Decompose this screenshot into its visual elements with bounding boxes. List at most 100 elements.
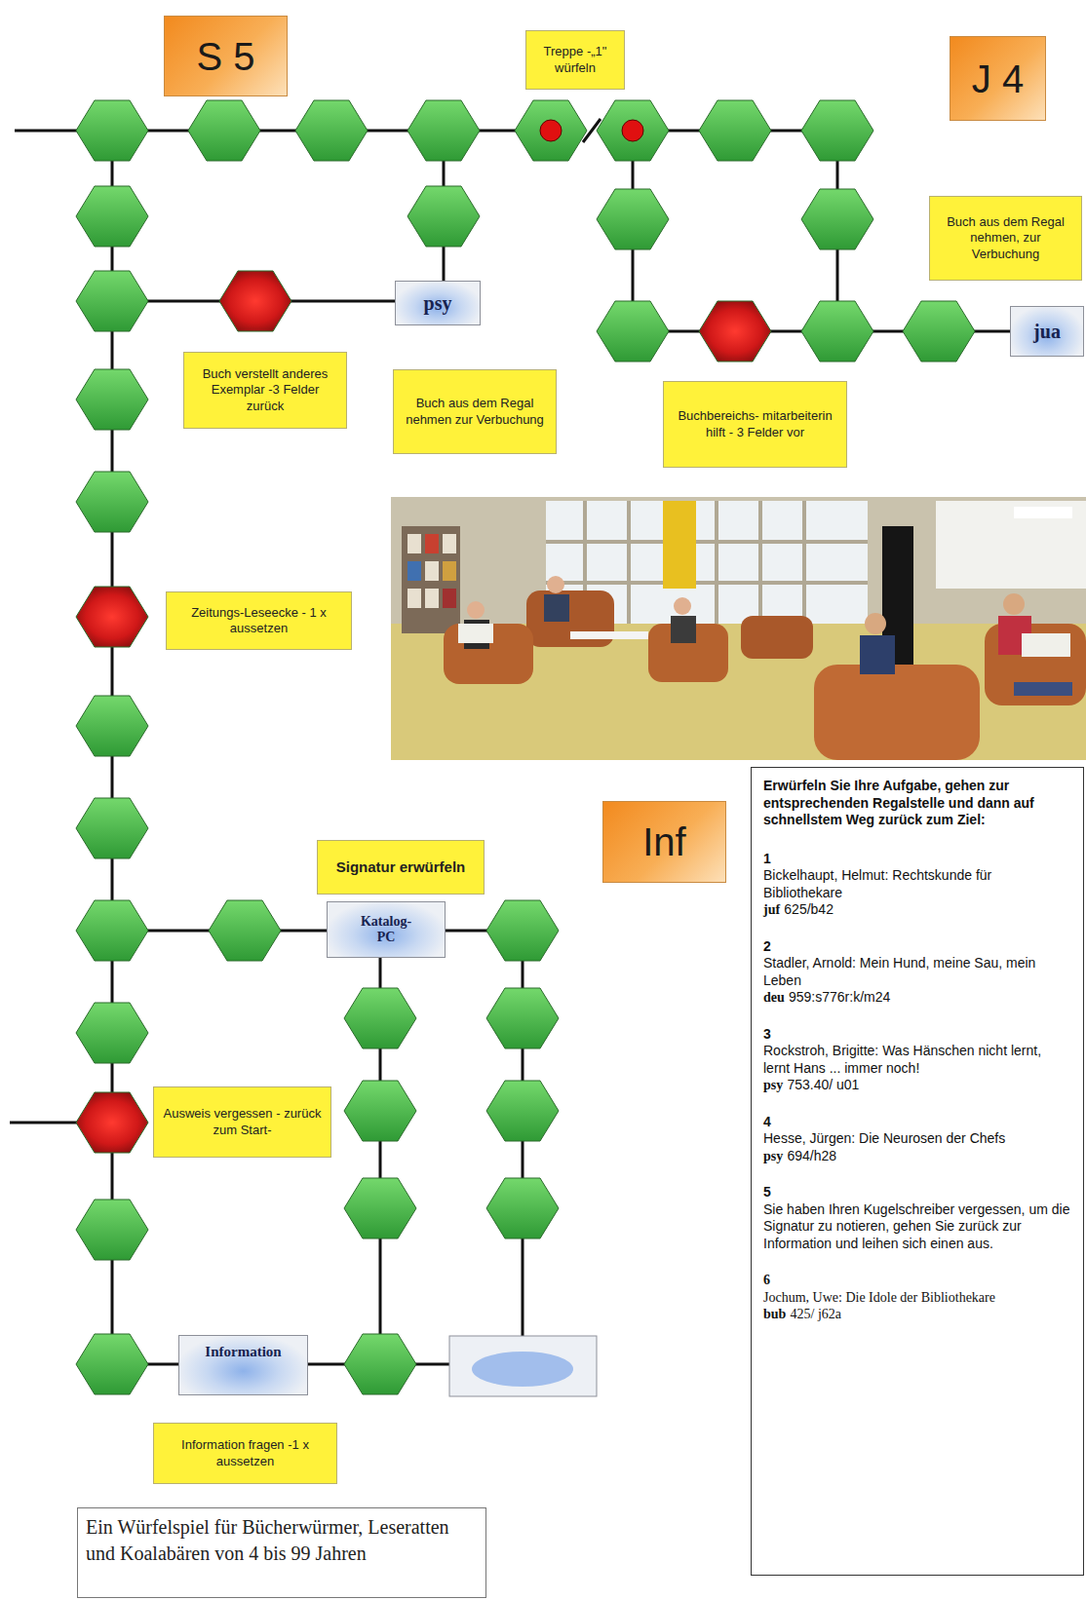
node-text: Information <box>204 1344 281 1361</box>
green-field <box>486 900 559 962</box>
task-item: 4Hesse, Jürgen: Die Neurosen der Chefsps… <box>763 1114 1072 1166</box>
reader-paper <box>1021 633 1071 658</box>
newspaper <box>442 588 457 609</box>
item-number: 4 <box>763 1114 1072 1132</box>
book-entry: Stadler, Arnold: Mein Hund, meine Sau, m… <box>763 955 1072 990</box>
newspaper <box>425 534 439 554</box>
green-field <box>407 100 480 161</box>
green-field <box>514 100 587 161</box>
reader-paper <box>458 623 494 644</box>
action-note: Signatur erwürfeln <box>316 840 485 895</box>
item-number: 2 <box>763 938 1072 957</box>
call-number-line: bub425/ j62a <box>763 1306 1072 1324</box>
shelf-box: psy <box>394 280 481 326</box>
rules-panel: Erwürfeln Sie Ihre Aufgabe, gehen zur en… <box>750 767 1085 1577</box>
track-line <box>112 930 523 933</box>
armchair <box>740 616 814 660</box>
node-text: Information fragen -1 x aussetzen <box>161 1437 329 1471</box>
reader-head <box>1003 593 1025 616</box>
node-text: Buch aus dem Regal nehmen, zur Verbuchun… <box>937 214 1074 263</box>
green-field <box>344 1178 417 1240</box>
reading-corner-photo <box>390 497 1086 761</box>
area-label: J 4 <box>949 36 1047 121</box>
action-note: Zeitungs-Leseecke - 1 x aussetzen <box>165 591 352 651</box>
stair-dot <box>621 119 644 142</box>
green-field <box>76 100 149 161</box>
reader-head <box>546 576 565 594</box>
shelf-code: juf <box>763 902 780 918</box>
reader-head <box>673 597 692 616</box>
newspaper <box>442 561 457 582</box>
area-label: Inf <box>602 801 727 884</box>
green-field <box>596 301 669 362</box>
reader-head <box>466 601 485 620</box>
photo-wall <box>390 497 1086 624</box>
book-entry: Sie haben Ihren Kugelschreiber vergessen… <box>763 1202 1072 1254</box>
green-field <box>344 1334 417 1396</box>
action-note: Buchbereichs- mitarbeiterin hilft - 3 Fe… <box>662 381 848 468</box>
book-entry: Jochum, Uwe: Die Idole der Bibliothekare <box>763 1289 1072 1308</box>
photo-ground <box>390 497 1086 761</box>
box-glow <box>471 1352 574 1388</box>
blank-box <box>449 1336 597 1397</box>
shelf-box: jua <box>1009 306 1085 357</box>
green-field <box>295 100 368 161</box>
reader-body <box>859 635 895 675</box>
green-field <box>76 369 149 430</box>
node-text: Katalog- PC <box>354 914 418 946</box>
newspaper <box>407 561 422 582</box>
newspaper <box>407 588 422 609</box>
green-field <box>188 100 261 161</box>
armchair <box>814 664 980 761</box>
node-text: Ein Würfelspiel für Bücherwürmer, Lesera… <box>85 1514 478 1568</box>
node-text: Treppe -„1" würfeln <box>534 43 617 77</box>
green-field <box>801 301 874 362</box>
task-item: 5Sie haben Ihren Kugelschreiber vergesse… <box>763 1184 1072 1253</box>
green-field <box>76 900 149 962</box>
green-field <box>801 189 874 250</box>
ceiling-light <box>1013 506 1073 519</box>
node-text: Zeitungs-Leseecke - 1 x aussetzen <box>174 605 344 638</box>
action-note: Buch aus dem Regal nehmen, zur Verbuchun… <box>929 195 1083 281</box>
node-text: Buch verstellt anderes Exemplar -3 Felde… <box>192 366 339 415</box>
action-note: Ausweis vergessen - zurück zum Start- <box>153 1086 332 1159</box>
book-entry: Bickelhaupt, Helmut: Rechtskunde für Bib… <box>763 867 1072 902</box>
shelf-code: deu <box>763 990 785 1006</box>
green-field <box>76 1003 149 1064</box>
armchair <box>443 623 534 685</box>
task-item: 3Rockstroh, Brigitte: Was Hänschen nicht… <box>763 1026 1072 1095</box>
green-field <box>344 988 417 1049</box>
table <box>570 631 649 640</box>
call-number: 625/b42 <box>783 901 834 918</box>
call-number: 959:s776r:k/m24 <box>788 989 891 1006</box>
area-label: S 5 <box>163 15 288 97</box>
call-number: 425/ j62a <box>790 1307 843 1322</box>
green-field <box>902 301 975 362</box>
green-field <box>486 988 559 1049</box>
reader-body <box>543 594 570 622</box>
red-field <box>698 301 772 362</box>
newspaper <box>425 561 439 582</box>
task-item: 6Jochum, Uwe: Die Idole der Bibliothekar… <box>763 1272 1072 1324</box>
call-number-line: deu959:s776r:k/m24 <box>763 989 1072 1008</box>
reader-body <box>670 616 697 644</box>
action-note: Buch aus dem Regal nehmen zur Verbuchung <box>392 369 557 455</box>
red-field <box>76 586 149 648</box>
newspaper <box>407 534 422 554</box>
reader-legs <box>1013 682 1073 697</box>
node-text: S 5 <box>195 35 255 78</box>
node-text: Buchbereichs- mitarbeiterin hilft - 3 Fe… <box>671 408 839 441</box>
green-field <box>407 186 480 247</box>
green-field <box>76 471 149 533</box>
node-text: Ausweis vergessen - zurück zum Start- <box>161 1106 323 1139</box>
node-text: J 4 <box>971 57 1024 101</box>
action-note: Information fragen -1 x aussetzen <box>153 1423 338 1485</box>
green-field <box>208 900 281 962</box>
photo-ceiling <box>935 501 1086 589</box>
node-text: Signatur erwürfeln <box>336 858 466 878</box>
green-field <box>76 798 149 859</box>
green-field <box>344 1081 417 1142</box>
green-field <box>76 271 149 332</box>
item-number: 6 <box>763 1272 1072 1290</box>
stair-dot <box>540 119 562 142</box>
